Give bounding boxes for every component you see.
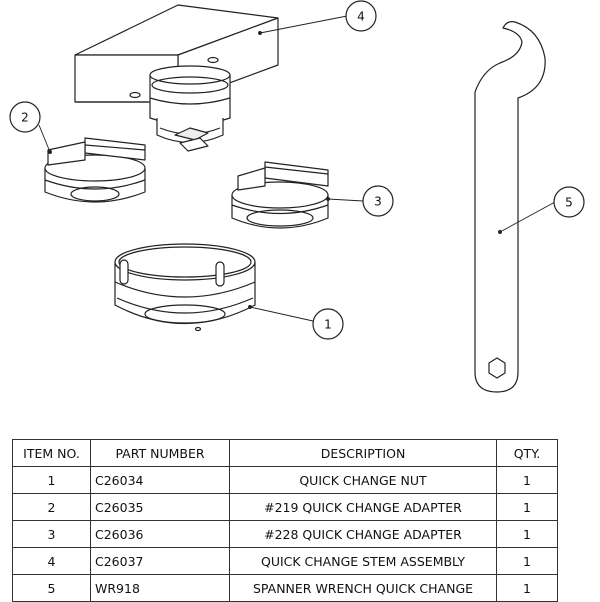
header-item-no: ITEM NO. [12,439,91,467]
cell-description: QUICK CHANGE NUT [229,466,497,494]
cell-item-no: 1 [12,466,91,494]
header-description: DESCRIPTION [229,439,497,467]
cell-qty: 1 [496,520,558,548]
bill-of-materials-table: ITEM NO. PART NUMBER DESCRIPTION QTY. 1 … [12,439,558,602]
leader-lines [38,15,556,322]
balloon-5-label: 5 [565,196,573,210]
cell-part-number: C26036 [90,520,230,548]
header-qty: QTY. [496,439,558,467]
cell-part-number: C26034 [90,466,230,494]
cell-qty: 1 [496,574,558,602]
table-row: 2 C26035 #219 QUICK CHANGE ADAPTER 1 [12,493,558,521]
part-2-adapter-219 [44,137,146,203]
cell-part-number: WR918 [90,574,230,602]
balloon-1-label: 1 [324,318,332,332]
table-row: 1 C26034 QUICK CHANGE NUT 1 [12,466,558,494]
cell-item-no: 2 [12,493,91,521]
part-5-spanner-wrench [474,21,546,393]
table-header-row: ITEM NO. PART NUMBER DESCRIPTION QTY. [12,439,558,467]
cell-item-no: 5 [12,574,91,602]
part-1-quick-change-nut [114,243,256,332]
balloon-2: 2 [9,101,41,133]
balloon-4: 4 [345,0,377,32]
table-row: 3 C26036 #228 QUICK CHANGE ADAPTER 1 [12,520,558,548]
cell-qty: 1 [496,493,558,521]
cell-qty: 1 [496,547,558,575]
cell-item-no: 4 [12,547,91,575]
table-row: 5 WR918 SPANNER WRENCH QUICK CHANGE 1 [12,574,558,602]
header-part-number: PART NUMBER [90,439,230,467]
cell-qty: 1 [496,466,558,494]
assembly-drawing: 1 2 3 4 5 [9,0,585,393]
cell-part-number: C26037 [90,547,230,575]
part-3-adapter-228 [231,161,329,229]
cell-description: SPANNER WRENCH QUICK CHANGE [229,574,497,602]
balloon-2-label: 2 [21,111,29,125]
balloon-4-label: 4 [357,10,365,24]
cell-part-number: C26035 [90,493,230,521]
balloon-5: 5 [553,186,585,218]
balloon-3: 3 [362,185,394,217]
cell-item-no: 3 [12,520,91,548]
balloon-1: 1 [312,308,344,340]
part-4-stem-assembly [74,4,279,152]
cell-description: #219 QUICK CHANGE ADAPTER [229,493,497,521]
table-row: 4 C26037 QUICK CHANGE STEM ASSEMBLY 1 [12,547,558,575]
cell-description: QUICK CHANGE STEM ASSEMBLY [229,547,497,575]
balloon-3-label: 3 [374,195,382,209]
cell-description: #228 QUICK CHANGE ADAPTER [229,520,497,548]
